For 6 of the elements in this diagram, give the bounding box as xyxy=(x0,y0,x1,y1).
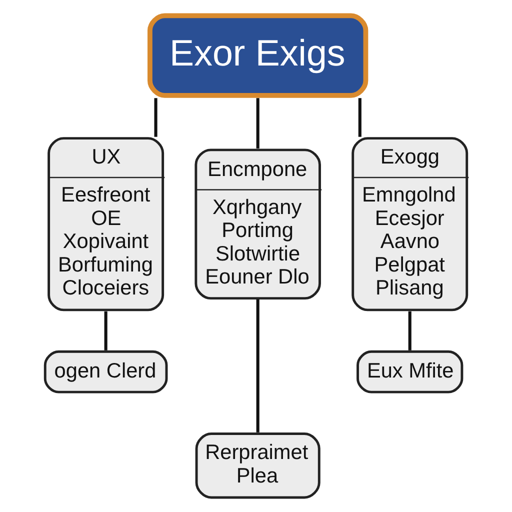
connector xyxy=(104,311,108,350)
connector xyxy=(154,98,158,137)
connector xyxy=(256,300,260,432)
connector xyxy=(358,98,362,137)
connector xyxy=(408,311,412,350)
connector xyxy=(256,98,260,148)
